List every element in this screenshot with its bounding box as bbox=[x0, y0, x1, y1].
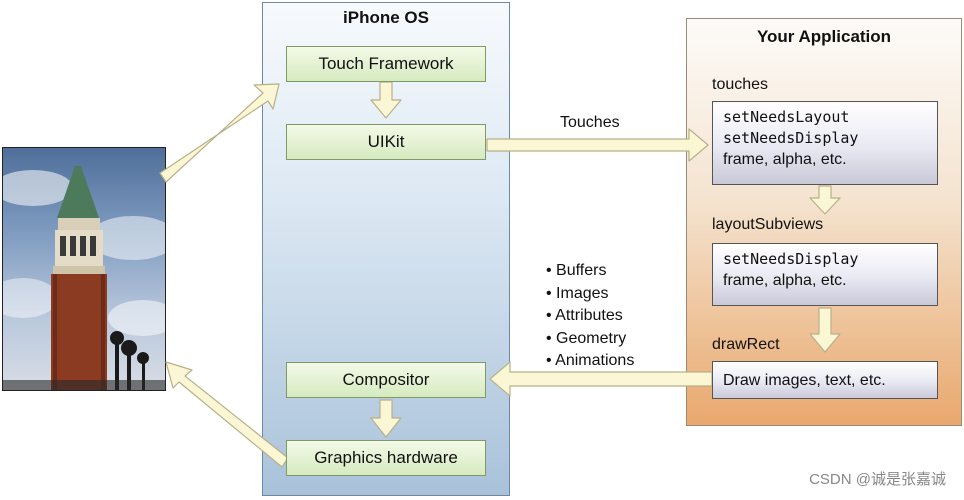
graphics-hardware-label: Graphics hardware bbox=[314, 448, 458, 467]
frame-alpha-text: frame, alpha, etc. bbox=[723, 151, 847, 168]
layout-subviews-label: layoutSubviews bbox=[712, 216, 824, 233]
bullet-item: Geometry bbox=[546, 328, 634, 351]
draw-rect-box: Draw images, text, etc. bbox=[712, 361, 938, 399]
touch-framework-box: Touch Framework bbox=[286, 46, 486, 82]
touch-framework-label: Touch Framework bbox=[318, 54, 454, 73]
compositor-box: Compositor bbox=[286, 362, 486, 398]
render-data-list: Buffers Images Attributes Geometry Anima… bbox=[546, 260, 634, 373]
touches-box: setNeedsLayout setNeedsDisplay frame, al… bbox=[712, 101, 938, 185]
tower-illustration bbox=[3, 166, 165, 390]
touches-label: touches bbox=[712, 76, 769, 93]
draw-rect-label: drawRect bbox=[712, 336, 780, 353]
bullet-item: Animations bbox=[546, 350, 634, 373]
set-needs-display-text: setNeedsDisplay bbox=[723, 250, 859, 268]
bullet-item: Attributes bbox=[546, 305, 634, 328]
your-application-panel bbox=[686, 18, 962, 426]
arrow-uikit-to-app bbox=[486, 128, 709, 162]
uikit-label: UIKit bbox=[367, 132, 405, 151]
tower-photo bbox=[2, 147, 166, 391]
your-application-title: Your Application bbox=[756, 27, 892, 46]
watermark: CSDN @诚是张嘉诚 bbox=[809, 471, 946, 488]
bullet-item: Buffers bbox=[546, 260, 634, 283]
frame-alpha-text: frame, alpha, etc. bbox=[723, 272, 847, 289]
draw-images-text: Draw images, text, etc. bbox=[723, 371, 886, 389]
touches-arrow-label: Touches bbox=[560, 114, 620, 131]
graphics-hardware-box: Graphics hardware bbox=[286, 440, 486, 476]
bullet-item: Images bbox=[546, 283, 634, 306]
uikit-box: UIKit bbox=[286, 124, 486, 160]
iphone-os-title: iPhone OS bbox=[343, 8, 429, 27]
layout-subviews-box: setNeedsDisplay frame, alpha, etc. bbox=[712, 243, 938, 306]
set-needs-layout-text: setNeedsLayout bbox=[723, 108, 850, 126]
compositor-label: Compositor bbox=[342, 370, 430, 389]
set-needs-display-text: setNeedsDisplay bbox=[723, 129, 859, 147]
